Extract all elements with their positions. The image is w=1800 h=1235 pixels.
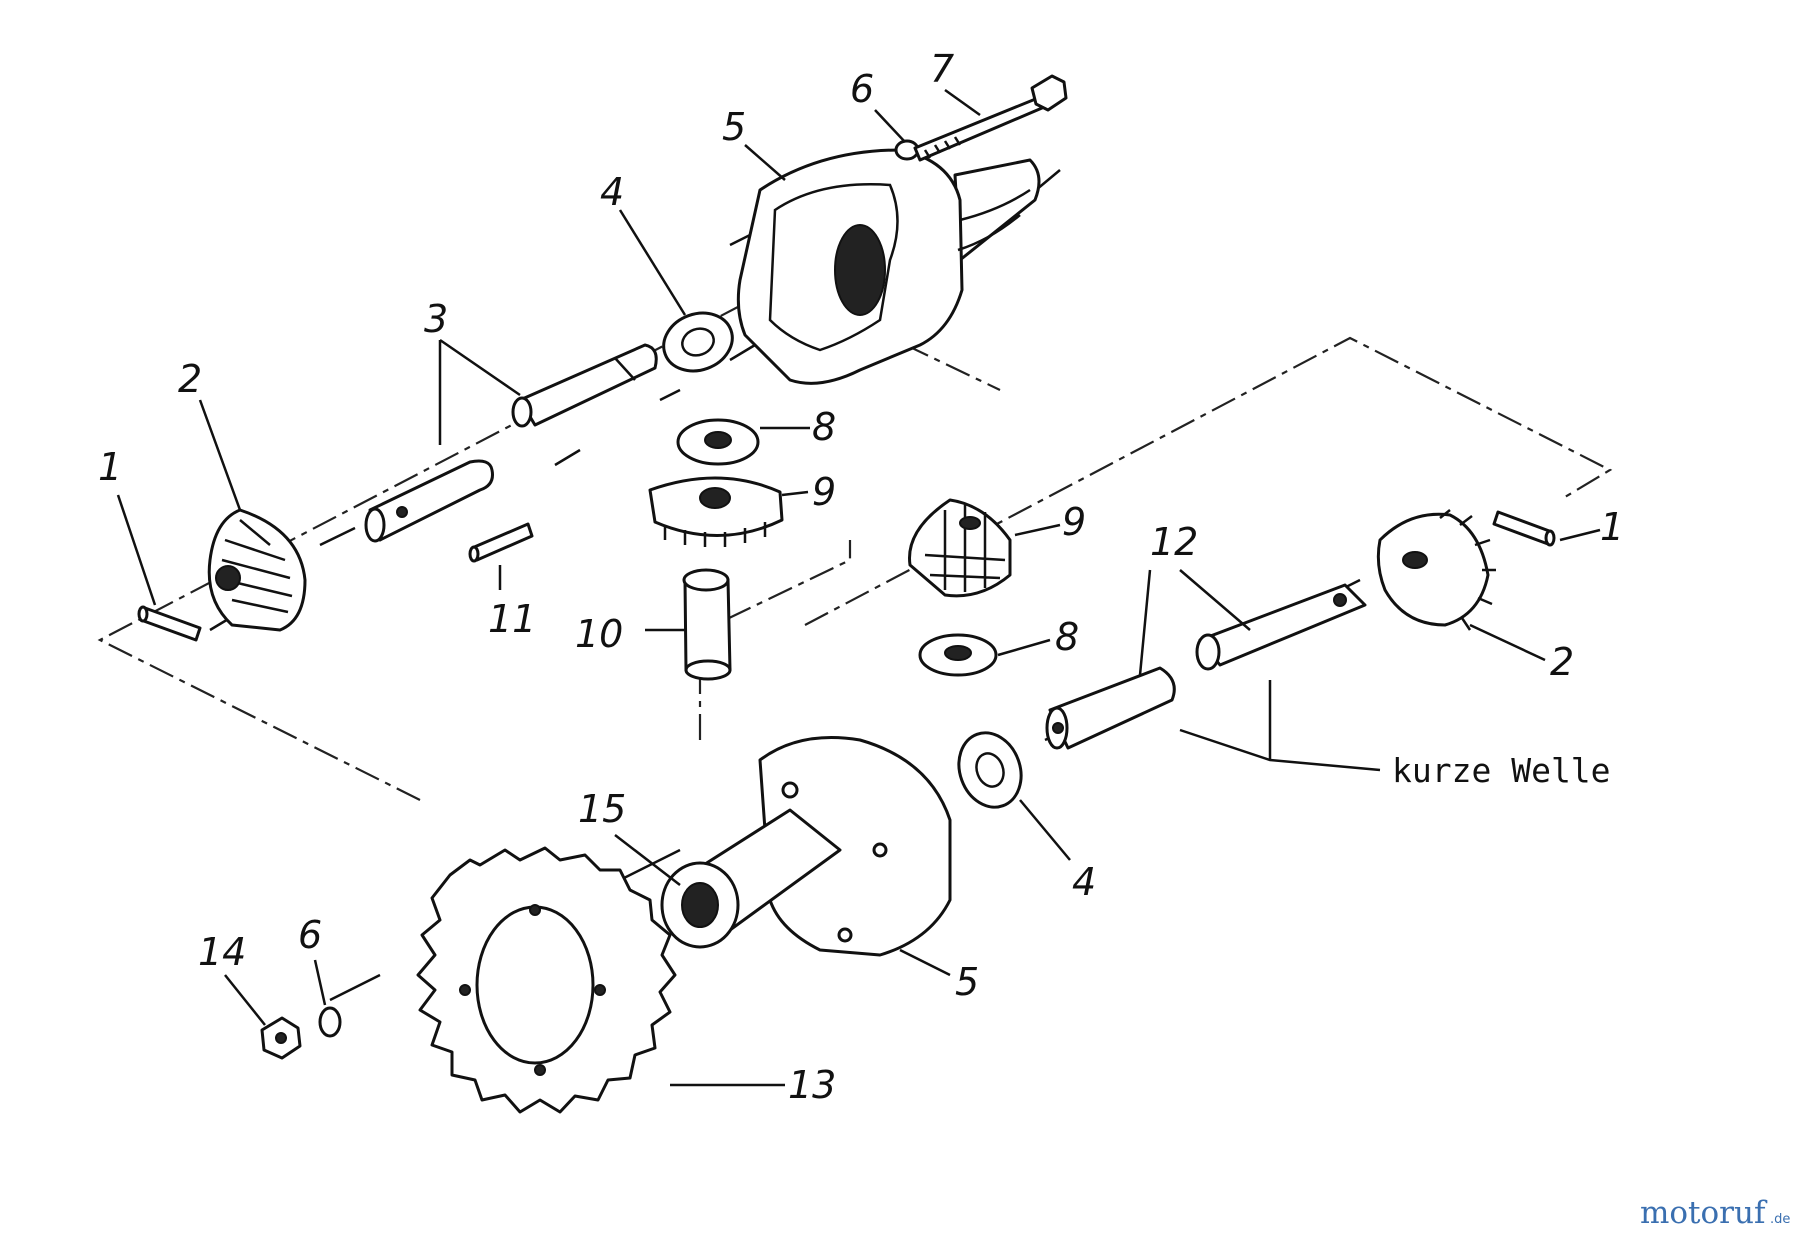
leader-7: [944, 88, 981, 117]
callout-1-left: 1: [98, 445, 122, 489]
thrust-washer-lower: [957, 731, 1023, 809]
leader-14: [224, 974, 266, 1026]
assembly-boundary-line: [97, 284, 1613, 801]
callout-7: 7: [930, 47, 954, 91]
hex-bolt: [913, 74, 1068, 162]
leader-6-upper: [874, 109, 906, 143]
bevel-pinion-lower: [908, 498, 1012, 598]
leader-15: [614, 834, 681, 886]
leader-4-upper: [618, 209, 687, 316]
long-axle-shaft: [364, 343, 658, 543]
bevel-gear-right: [1376, 509, 1496, 631]
callout-3: 3: [424, 297, 448, 341]
sprocket-axis: [329, 848, 681, 1002]
bushing-sleeve: [682, 568, 732, 681]
callout-14: 14: [198, 930, 246, 974]
svg-text:.de: .de: [1770, 1212, 1790, 1227]
leader-2-left: [198, 399, 242, 511]
callout-10: 10: [575, 612, 623, 656]
callout-4-lower: 4: [1072, 860, 1096, 904]
leader-9-lower: [1014, 523, 1061, 537]
hex-nut: [260, 1016, 302, 1060]
motoruf-logo: motoruf .de: [1640, 1195, 1790, 1231]
leader-2-right: [1469, 623, 1546, 662]
spring-pin-center: [468, 522, 534, 563]
callout-12: 12: [1150, 520, 1198, 564]
callout-2-right: 2: [1550, 640, 1574, 684]
gear-housing-upper: [736, 148, 1041, 385]
note-kurze-welle: kurze Welle: [1392, 751, 1611, 790]
leader-4-lower: [1019, 799, 1071, 861]
callout-6-lower: 6: [298, 913, 322, 957]
leader-5-lower: [899, 948, 951, 977]
thrust-washer-small-upper: [676, 418, 760, 466]
callout-8-lower: 8: [1055, 615, 1079, 659]
leader-1-left: [116, 494, 157, 606]
short-axle-shaft: [1045, 583, 1367, 750]
lock-washer-lower: [318, 1006, 342, 1038]
gear-axis-line: [698, 540, 852, 740]
leader-12: [1138, 569, 1251, 676]
callout-8-upper: 8: [812, 405, 836, 449]
callout-13: 13: [788, 1063, 836, 1107]
callout-11: 11: [488, 597, 536, 641]
callout-1-right: 1: [1600, 505, 1624, 549]
leader-1-right: [1559, 528, 1601, 542]
chain-sprocket: [416, 846, 677, 1114]
thrust-washer-small-lower: [918, 633, 998, 677]
leader-kurze-welle: [1179, 680, 1381, 772]
spring-pin-right: [1492, 510, 1556, 547]
callout-2-left: 2: [178, 357, 202, 401]
gear-housing-lower: [660, 736, 952, 957]
leader-5-upper: [744, 144, 786, 181]
callout-9-upper: 9: [812, 470, 836, 514]
thrust-washer-upper: [662, 311, 734, 373]
bevel-gear-left: [207, 508, 307, 632]
leader-9-upper: [781, 490, 809, 497]
callout-9-lower: 9: [1062, 500, 1086, 544]
leader-8-lower: [997, 638, 1051, 657]
callout-15: 15: [578, 787, 626, 831]
svg-text:motoruf: motoruf: [1640, 1195, 1768, 1231]
spring-pin-left: [137, 605, 202, 642]
leader-6-lower: [313, 959, 327, 1006]
leader-3: [438, 338, 521, 445]
callout-5-upper: 5: [722, 105, 746, 149]
callout-4-upper: 4: [600, 170, 624, 214]
bevel-pinion-upper: [648, 476, 784, 547]
callout-6-upper: 6: [850, 67, 874, 111]
callout-5-lower: 5: [955, 960, 979, 1004]
